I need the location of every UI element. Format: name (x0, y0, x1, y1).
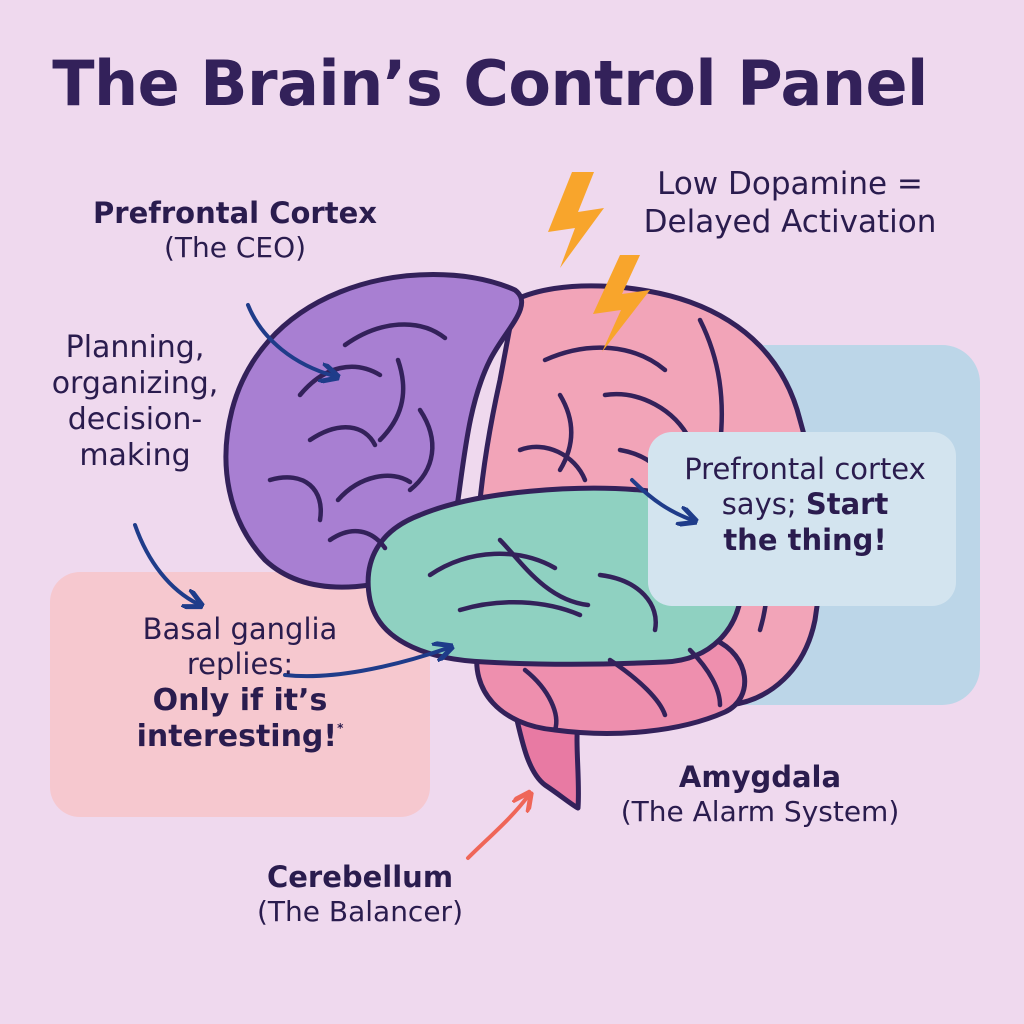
arrow-to-frontal-lobe (246, 303, 334, 376)
basal-line: Only if it’s (60, 683, 420, 720)
dopamine-line: Delayed Activation (643, 203, 937, 240)
prefrontal-says-box (648, 432, 956, 606)
amygdala-name: Amygdala (678, 760, 842, 794)
footnote-mark: * (337, 721, 344, 736)
page-title: The Brain’s Control Panel (52, 47, 928, 120)
basal-emphasis: interesting! (136, 719, 338, 755)
pfc-says-prefix: says; (721, 487, 806, 522)
arrow-from-speech-box (630, 478, 692, 520)
pfc-says-emphasis: the thing! (723, 522, 887, 557)
prefrontal-cortex-name: Prefrontal Cortex (93, 196, 377, 230)
basal-emphasis: Only if it’s (152, 682, 328, 718)
arrow-to-basal-box (133, 523, 198, 604)
lightning-bolt-icon (593, 255, 650, 352)
brain (223, 272, 823, 811)
planning-line: making (79, 438, 191, 473)
pfc-says-line: says; Start (660, 487, 950, 522)
basal-line: Basal ganglia (142, 612, 338, 646)
planning-line: organizing, (51, 366, 219, 401)
amygdala-label: Amygdala (The Alarm System) (590, 760, 930, 830)
lightning-bolt-icon (548, 172, 604, 268)
arrow-to-brainstem (466, 796, 528, 860)
planning-line: decision- (67, 402, 203, 437)
amygdala-role: (The Alarm System) (620, 795, 900, 829)
basal-line: interesting!* (60, 719, 420, 756)
basal-ganglia-box (50, 572, 430, 817)
pfc-says-line: Prefrontal cortex (684, 452, 926, 486)
cerebellum-name: Cerebellum (266, 860, 454, 894)
basal-line: replies: (186, 647, 294, 682)
pfc-says-line: the thing! (660, 523, 950, 558)
planning-label: Planning, organizing, decision- making (20, 330, 250, 474)
prefrontal-says-text: Prefrontal cortex says; Start the thing! (660, 452, 950, 558)
basal-ganglia-text: Basal ganglia replies: Only if it’s inte… (60, 612, 420, 756)
dopamine-label: Low Dopamine = Delayed Activation (610, 166, 970, 242)
prefrontal-cortex-label: Prefrontal Cortex (The CEO) (60, 196, 410, 266)
pfc-says-emphasis: Start (805, 487, 889, 522)
prefrontal-cortex-role: (The CEO) (163, 231, 307, 265)
dopamine-line: Low Dopamine = (657, 166, 923, 202)
cerebellum-label: Cerebellum (The Balancer) (200, 860, 520, 930)
arrow-to-temporal-lobe (283, 648, 448, 679)
planning-line: Planning, (65, 330, 205, 365)
cerebellum-role: (The Balancer) (256, 895, 463, 929)
